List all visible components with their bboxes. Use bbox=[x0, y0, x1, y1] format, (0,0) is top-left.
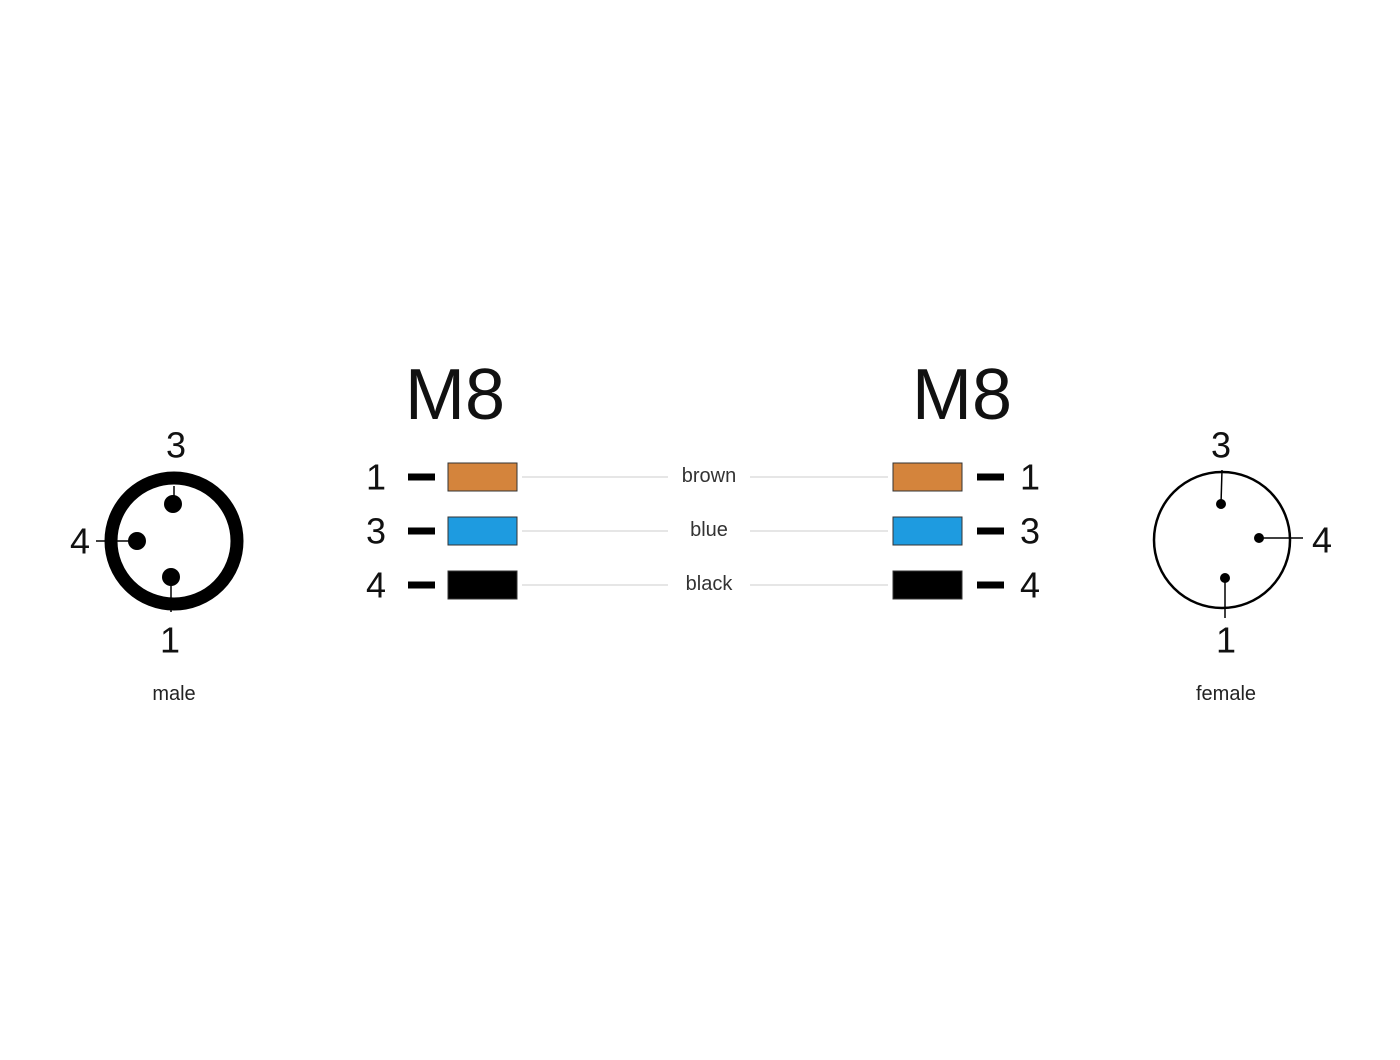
male-pin-3 bbox=[164, 495, 182, 513]
right-pin-dash bbox=[977, 527, 1004, 535]
left-pin-dash bbox=[408, 581, 435, 589]
wire-rows: 1 brown 1 3 blue 3 4 black 4 bbox=[366, 457, 1040, 606]
wire-color-label: black bbox=[686, 573, 734, 595]
left-pin-number: 1 bbox=[366, 457, 386, 498]
wire-color-label: blue bbox=[690, 519, 728, 541]
male-caption: male bbox=[152, 683, 195, 705]
right-pin-dash bbox=[977, 581, 1004, 589]
wire-row-brown: 1 brown 1 bbox=[366, 457, 1040, 498]
male-pin-4 bbox=[128, 532, 146, 550]
right-wire-swatch bbox=[892, 462, 963, 492]
left-wire-swatch bbox=[447, 462, 518, 492]
wire-color-label: brown bbox=[682, 465, 736, 487]
female-caption: female bbox=[1196, 683, 1256, 705]
right-pin-dash bbox=[977, 473, 1004, 481]
female-pin-4-label: 4 bbox=[1312, 520, 1332, 561]
right-pin-number: 1 bbox=[1020, 457, 1040, 498]
female-connector: 3 4 1 female bbox=[1152, 425, 1332, 705]
right-wire-swatch bbox=[892, 570, 963, 600]
left-wire-swatch bbox=[447, 570, 518, 600]
left-pin-number: 3 bbox=[366, 511, 386, 552]
female-pin-1 bbox=[1220, 573, 1230, 583]
left-pin-dash bbox=[408, 527, 435, 535]
wire-row-blue: 3 blue 3 bbox=[366, 511, 1040, 552]
left-pin-number: 4 bbox=[366, 565, 386, 606]
left-pin-dash bbox=[408, 473, 435, 481]
right-pin-number: 4 bbox=[1020, 565, 1040, 606]
male-pin-1 bbox=[162, 568, 180, 586]
male-connector: 3 4 1 male bbox=[70, 425, 244, 705]
left-wire-swatch bbox=[447, 516, 518, 546]
male-pin-4-label: 4 bbox=[70, 521, 90, 562]
right-wire-swatch bbox=[892, 516, 963, 546]
female-pin-3 bbox=[1216, 499, 1226, 509]
female-pin-4 bbox=[1254, 533, 1264, 543]
male-pin-3-label: 3 bbox=[166, 425, 186, 466]
left-plug-title: M8 bbox=[405, 355, 505, 435]
wire-row-black: 4 black 4 bbox=[366, 565, 1040, 606]
right-plug-title: M8 bbox=[912, 355, 1012, 435]
female-pin-1-label: 1 bbox=[1216, 620, 1236, 661]
female-pin-3-label: 3 bbox=[1211, 425, 1231, 466]
male-pin-1-label: 1 bbox=[160, 620, 180, 661]
right-pin-number: 3 bbox=[1020, 511, 1040, 552]
